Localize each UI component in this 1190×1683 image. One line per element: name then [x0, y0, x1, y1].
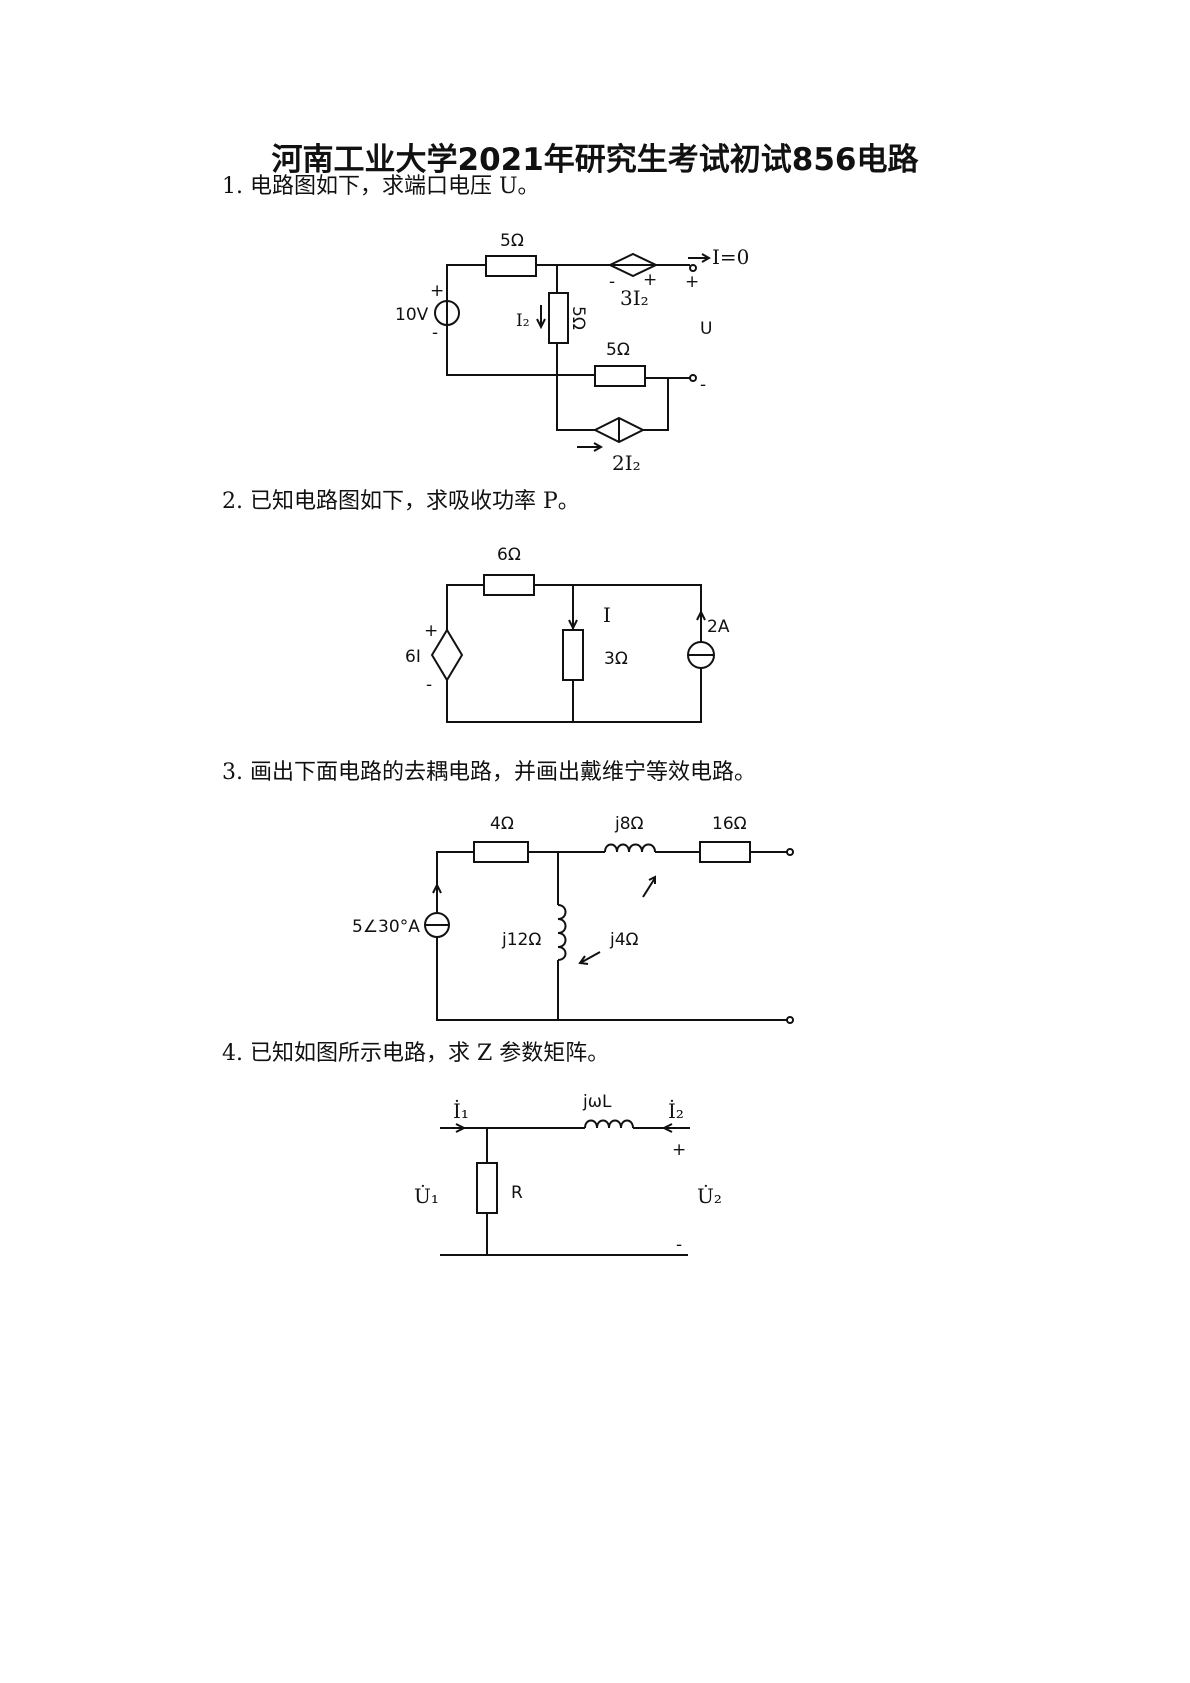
label-5ohm-bot: 5Ω — [606, 340, 630, 360]
label-j4ohm: j4Ω — [609, 930, 639, 950]
dependent-source-diamond-icon — [430, 628, 464, 682]
terminal-minus — [689, 374, 697, 382]
label-3ohm: 3Ω — [604, 649, 628, 669]
minus-sign: - — [700, 375, 706, 395]
plus-sign: + — [643, 270, 657, 290]
label-16ohm: 16Ω — [712, 814, 747, 834]
question-1: 1. 电路图如下，求端口电压 U。 — [222, 174, 540, 199]
label-j8ohm: j8Ω — [614, 814, 644, 834]
label-jwl: jωL — [582, 1092, 612, 1112]
minus-sign: - — [426, 675, 432, 695]
resistor-16 — [699, 841, 751, 863]
inductor-j8-icon — [604, 843, 656, 853]
plus-sign: + — [424, 621, 438, 641]
minus-sign: - — [432, 323, 438, 343]
label-2a: 2A — [707, 617, 730, 637]
label-5ohm-mid: 5Ω — [568, 306, 588, 330]
plus-sign: + — [672, 1140, 686, 1160]
circuit-2: 6Ω I 3Ω + 6I - 2A — [405, 545, 730, 723]
question-2: 2. 已知电路图如下，求吸收功率 P。 — [222, 489, 580, 514]
label-u: U — [700, 319, 712, 339]
question-4: 4. 已知如图所示电路，求 Z 参数矩阵。 — [222, 1041, 610, 1066]
label-u2: U̇₂ — [697, 1184, 722, 1208]
minus-sign: - — [609, 272, 615, 292]
inductor-j12-icon — [557, 904, 567, 961]
circuit-3: 4Ω j8Ω 16Ω 5∠30°A j12Ω j4Ω — [352, 814, 794, 1024]
label-i2: I₂ — [516, 311, 530, 331]
label-6ohm: 6Ω — [497, 545, 521, 565]
resistor-5-bot — [594, 365, 646, 387]
coupling-arrow-icon — [642, 875, 656, 898]
resistor-3 — [562, 629, 584, 681]
label-i-zero: I=0 — [712, 245, 749, 269]
terminal-plus — [689, 264, 697, 272]
resistor-5-top — [485, 255, 537, 277]
resistor-6 — [483, 574, 535, 596]
resistor-4 — [473, 841, 529, 863]
label-i: I — [603, 603, 611, 627]
label-3i2: 3I₂ — [620, 286, 649, 310]
label-10v: 10V — [395, 305, 429, 325]
label-2i2: 2I₂ — [612, 451, 641, 475]
resistor-5-mid — [548, 292, 569, 344]
label-5ohm-top: 5Ω — [500, 231, 524, 251]
label-r: R — [511, 1183, 523, 1203]
resistor-r — [476, 1162, 498, 1214]
circuit-4: İ₁ jωL İ₂ + U̇₁ R U̇₂ - — [414, 1092, 722, 1256]
inductor-jwl-icon — [584, 1119, 634, 1129]
minus-sign: - — [676, 1235, 682, 1255]
circuit-1: 5Ω 10V + - I₂ 5Ω 3I₂ - + + I=0 U 5Ω - 2I… — [395, 231, 749, 475]
label-4ohm: 4Ω — [490, 814, 514, 834]
terminal — [786, 848, 794, 856]
label-i2: İ₂ — [668, 1099, 684, 1123]
label-i1: İ₁ — [453, 1099, 469, 1123]
page-title: 河南工业大学2021年研究生考试初试856电路 — [271, 142, 919, 178]
label-j12ohm: j12Ω — [501, 930, 541, 950]
plus-sign: + — [430, 281, 444, 301]
question-3: 3. 画出下面电路的去耦电路，并画出戴维宁等效电路。 — [222, 760, 756, 785]
coupling-arrow-icon — [578, 951, 601, 965]
label-current-source: 5∠30°A — [352, 917, 420, 937]
plus-sign: + — [685, 272, 699, 292]
label-u1: U̇₁ — [414, 1184, 439, 1208]
terminal — [786, 1016, 794, 1024]
label-6i: 6I — [405, 647, 421, 667]
